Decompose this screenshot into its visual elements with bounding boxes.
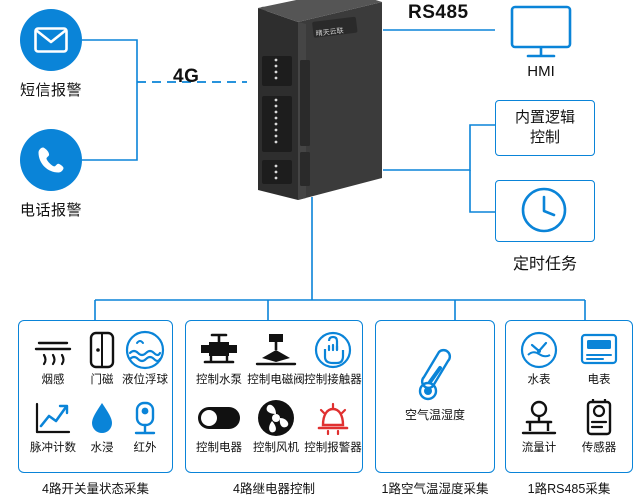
item-label: 水表 xyxy=(527,374,551,386)
item-label: 红外 xyxy=(133,442,157,454)
item-contactor: 控制接触器 xyxy=(302,330,364,387)
item-label: 烟感 xyxy=(41,374,65,386)
item-water-pump: 控制水泵 xyxy=(188,330,250,387)
sms-alarm-label: 短信报警 xyxy=(19,82,82,99)
clock-icon xyxy=(521,187,567,233)
item-fan: 控制风机 xyxy=(245,398,307,455)
thermometer-icon xyxy=(404,345,466,405)
siren-icon xyxy=(302,398,364,438)
item-siren: 控制报警器 xyxy=(302,398,364,455)
item-label: 控制报警器 xyxy=(304,442,362,454)
monitor-icon xyxy=(510,5,572,58)
timed-task-label: 定时任务 xyxy=(512,256,577,273)
phone-alarm-node xyxy=(20,129,82,191)
wireless-link-label: 4G xyxy=(173,66,200,87)
item-smoke-detector: 烟感 xyxy=(22,330,84,387)
item-label: 液位浮球 xyxy=(122,374,168,386)
group-485-caption: 1路RS485采集 xyxy=(527,482,611,496)
item-thermometer: 空气温湿度 xyxy=(404,345,466,423)
phone-icon xyxy=(36,145,66,175)
item-label: 传感器 xyxy=(581,442,617,454)
sms-alarm-node xyxy=(20,9,82,71)
group-485-panel xyxy=(505,320,633,473)
electric-meter-icon xyxy=(568,330,630,370)
float-switch-icon xyxy=(114,330,176,370)
water-leak-icon xyxy=(71,398,133,438)
smoke-detector-icon xyxy=(22,330,84,370)
item-float-switch: 液位浮球 xyxy=(114,330,176,387)
builtin-logic-box xyxy=(495,100,595,156)
rs485-link-label: RS485 xyxy=(408,2,469,23)
item-solenoid-valve: 控制电磁阀 xyxy=(245,330,307,387)
item-label: 控制水泵 xyxy=(196,374,242,386)
item-infrared: 红外 xyxy=(114,398,176,455)
hmi-node xyxy=(495,1,587,63)
solenoid-valve-icon xyxy=(245,330,307,370)
fan-icon xyxy=(245,398,307,438)
flow-meter-icon xyxy=(508,398,570,438)
contactor-icon xyxy=(302,330,364,370)
item-label: 水浸 xyxy=(90,442,114,454)
item-door-contact: 门磁 xyxy=(71,330,133,387)
infrared-icon xyxy=(114,398,176,438)
pulse-counter-icon xyxy=(22,398,84,438)
item-electric-meter: 电表 xyxy=(568,330,630,387)
item-label: 控制风机 xyxy=(253,442,299,454)
group-di-panel xyxy=(18,320,173,473)
builtin-logic-label-line1: 内置逻辑 xyxy=(514,109,575,126)
group-di-caption: 4路开关量状态采集 xyxy=(42,482,149,496)
item-flow-meter: 流量计 xyxy=(508,398,570,455)
item-water-leak: 水浸 xyxy=(71,398,133,455)
rtu-controller-device: 晴天云联 xyxy=(240,0,390,200)
item-switch-toggle: 控制电器 xyxy=(188,398,250,455)
item-label: 控制电器 xyxy=(196,442,242,454)
door-contact-icon xyxy=(71,330,133,370)
group-ai-caption: 1路空气温湿度采集 xyxy=(381,482,489,496)
item-label: 空气温湿度 xyxy=(404,408,465,422)
sensor-icon xyxy=(568,398,630,438)
item-label: 控制接触器 xyxy=(304,374,362,386)
item-pulse-counter: 脉冲计数 xyxy=(22,398,84,455)
envelope-icon xyxy=(34,27,68,53)
item-water-meter: 水表 xyxy=(508,330,570,387)
switch-toggle-icon xyxy=(188,398,250,438)
item-label: 控制电磁阀 xyxy=(247,374,305,386)
item-label: 门磁 xyxy=(90,374,114,386)
item-label: 电表 xyxy=(587,374,611,386)
water-meter-icon xyxy=(508,330,570,370)
group-do-caption: 4路继电器控制 xyxy=(233,482,315,496)
builtin-logic-label-line2: 控制 xyxy=(529,129,560,146)
timed-task-box xyxy=(495,180,595,242)
water-pump-icon xyxy=(188,330,250,370)
item-label: 流量计 xyxy=(521,442,557,454)
hmi-label: HMI xyxy=(527,63,555,80)
phone-alarm-label: 电话报警 xyxy=(19,202,82,219)
item-sensor: 传感器 xyxy=(568,398,630,455)
item-label: 脉冲计数 xyxy=(30,442,76,454)
